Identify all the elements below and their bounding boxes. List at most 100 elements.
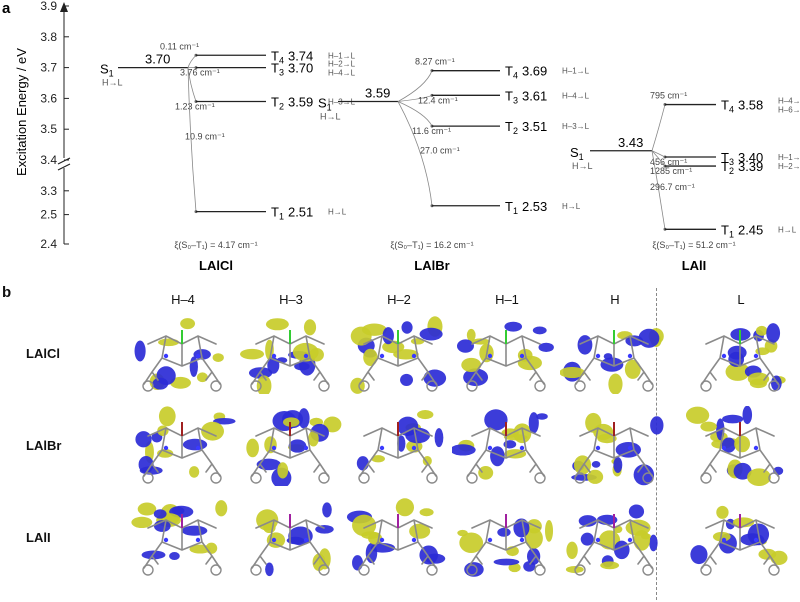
orbital-lobe bbox=[308, 430, 319, 447]
orbital-lobe bbox=[158, 406, 176, 427]
orbital-image bbox=[135, 406, 236, 484]
y-axis-label: Excitation Energy / eV bbox=[14, 48, 29, 176]
orbital-lobe bbox=[215, 500, 228, 517]
soc-value: 10.9 cm⁻¹ bbox=[185, 132, 225, 142]
orbital-lobe bbox=[265, 318, 289, 331]
s1-label: S1 bbox=[570, 145, 584, 162]
t-transition: H–1→L bbox=[328, 51, 356, 60]
orbital-lobe bbox=[156, 366, 176, 386]
phenyl-ring bbox=[700, 564, 712, 576]
soc-value: 27.0 cm⁻¹ bbox=[420, 146, 460, 156]
phenyl-ring bbox=[574, 472, 586, 484]
nitrogen-atom bbox=[487, 537, 493, 543]
nitrogen-atom bbox=[627, 353, 633, 359]
orbital-lobe bbox=[471, 338, 491, 345]
y-tick-label: 3.8 bbox=[40, 30, 57, 44]
orbital-lobe bbox=[650, 416, 664, 435]
soc-value: 12.4 cm⁻¹ bbox=[418, 95, 458, 105]
nitrogen-atom bbox=[271, 537, 277, 543]
nitrogen-atom bbox=[195, 537, 201, 543]
orbital-column-header: H–3 bbox=[279, 292, 303, 307]
orbital-lobe bbox=[352, 555, 363, 571]
orbital-row-label: LAlBr bbox=[26, 438, 62, 453]
orbital-lobe bbox=[591, 460, 601, 468]
orbital-lobe bbox=[508, 563, 521, 573]
y-axis: 3.93.83.73.63.53.43.32.52.4 bbox=[40, 0, 71, 251]
orbital-lobe bbox=[352, 514, 377, 537]
t-transition: H→L bbox=[778, 225, 797, 234]
energy-diagram: a 3.93.83.73.63.53.43.32.52.4 Excitation… bbox=[2, 0, 800, 273]
y-tick-label: 3.9 bbox=[40, 0, 57, 13]
orbital-lobe bbox=[587, 469, 604, 484]
orbital-lobe bbox=[513, 518, 530, 538]
orbital-lobe bbox=[171, 506, 185, 515]
t-transition: H–6→L bbox=[778, 106, 800, 115]
orbital-lobe bbox=[459, 532, 484, 554]
orbital-lobe bbox=[613, 456, 623, 473]
orbital-lobe bbox=[395, 498, 415, 517]
phenyl-ring bbox=[318, 472, 330, 484]
phenyl-ring bbox=[700, 380, 712, 392]
t-transition: H–3→L bbox=[562, 122, 590, 131]
panel-a-label: a bbox=[2, 0, 11, 17]
s1-label: S1 bbox=[100, 62, 114, 79]
t-transition: H→L bbox=[328, 208, 347, 217]
nitrogen-atom bbox=[627, 537, 633, 543]
s1-value: 3.59 bbox=[365, 85, 390, 100]
nitrogen-atom bbox=[271, 353, 277, 359]
phenyl-ring bbox=[142, 472, 154, 484]
orbital-lobe bbox=[560, 366, 585, 379]
orbital-image bbox=[134, 318, 224, 392]
orbital-lobe bbox=[478, 466, 494, 480]
orbital-lobe bbox=[466, 328, 476, 342]
orbital-lobe bbox=[419, 327, 443, 341]
phenyl-ring bbox=[534, 380, 546, 392]
orbital-lobe bbox=[524, 528, 543, 549]
soc-value: 3.76 cm⁻¹ bbox=[180, 68, 220, 78]
axis-break-mark bbox=[57, 157, 71, 171]
nitrogen-atom bbox=[303, 353, 309, 359]
phenyl-ring bbox=[426, 380, 438, 392]
s1-transition: H→L bbox=[320, 111, 341, 121]
orbital-lobe bbox=[457, 529, 468, 537]
orbital-image bbox=[565, 504, 658, 576]
orbital-column-header: H–1 bbox=[495, 292, 519, 307]
nitrogen-atom bbox=[163, 445, 169, 451]
phenyl-ring bbox=[318, 564, 330, 576]
orbital-lobe bbox=[213, 417, 236, 425]
phenyl-ring bbox=[358, 472, 370, 484]
phenyl-ring bbox=[574, 564, 586, 576]
t-transition: H–1→L bbox=[562, 67, 590, 76]
axis-arrow bbox=[60, 2, 68, 12]
orbital-lobe bbox=[363, 348, 378, 367]
orbital-column-header: H bbox=[610, 292, 620, 307]
orbital-lobe bbox=[577, 335, 593, 355]
orbital-lobe bbox=[283, 417, 300, 427]
orbital-lobe bbox=[649, 534, 658, 552]
orbital-lobe bbox=[397, 435, 406, 452]
orbital-lobe bbox=[294, 362, 310, 371]
orbital-image bbox=[346, 498, 446, 576]
orbital-image bbox=[457, 514, 554, 577]
orbital-lobe bbox=[292, 342, 319, 362]
orbital-lobe bbox=[456, 339, 474, 353]
orbital-lobe bbox=[615, 441, 641, 458]
soc-value: 1.23 cm⁻¹ bbox=[175, 101, 215, 111]
nitrogen-atom bbox=[753, 537, 759, 543]
t-transition: H–2→L bbox=[328, 60, 356, 69]
orbital-lobe bbox=[497, 527, 511, 537]
orbital-lobe bbox=[303, 319, 317, 336]
compound-name: LAlI bbox=[682, 258, 707, 273]
s1-value: 3.43 bbox=[618, 135, 643, 150]
s1-transition: H→L bbox=[572, 161, 593, 171]
orbital-lobe bbox=[578, 515, 597, 527]
t-transition: H–4→L bbox=[562, 91, 590, 100]
orbital-lobe bbox=[528, 412, 539, 434]
